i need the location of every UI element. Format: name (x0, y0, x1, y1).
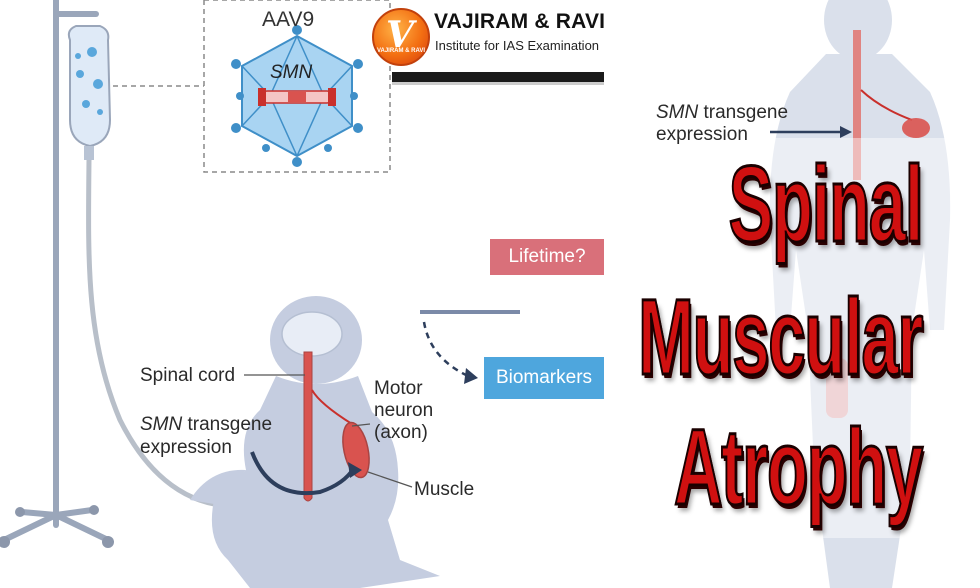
adult-axon (860, 89, 913, 121)
aav-label: AAV9 (262, 8, 315, 31)
iv-feet (0, 505, 114, 548)
transgene-arrowhead (348, 462, 362, 478)
dashed-arrowhead (464, 368, 478, 384)
adult-arrowhead (840, 126, 852, 138)
adult-expression-label: expression (656, 124, 748, 145)
motor-label-line2: neuron (374, 400, 434, 421)
child-smn-italic: SMN (140, 414, 183, 435)
logo-underline (392, 72, 604, 82)
adult-transgene-word: transgene (698, 102, 789, 123)
iv-stand (1, 0, 111, 543)
logo-underline-shadow (392, 82, 604, 85)
logo-subtitle: Institute for IAS Examination (435, 38, 600, 53)
baby-axon (311, 389, 353, 425)
headline-line-2: Muscular (637, 276, 924, 397)
adult-spine (853, 30, 861, 180)
headline-backdrop (560, 138, 980, 538)
logo-title: VAJIRAM & RAVI (434, 10, 606, 33)
headline-line-3: Atrophy (673, 406, 924, 527)
motor-label-line3: (axon) (374, 422, 428, 443)
logo-emblem: V VAJIRAM & RAVI (372, 8, 430, 66)
child-expression-label: expression (140, 437, 232, 458)
transgene-arrow (250, 451, 356, 496)
baby-spine (303, 351, 313, 502)
lifetime-box: Lifetime? (490, 239, 604, 275)
spinal-cord-label: Spinal cord (140, 365, 236, 386)
dashed-arrow (422, 321, 469, 378)
logo-v-mark: V (386, 14, 414, 56)
child-transgene-label: SMN transgene (140, 414, 272, 435)
adult-leg-muscle (826, 358, 848, 418)
headline-line-1: Spinal (728, 143, 925, 264)
iv-particles (75, 47, 103, 115)
leader-lines (244, 374, 413, 488)
iv-drip (84, 146, 94, 160)
logo-emblem-text: VAJIRAM & RAVI (376, 48, 426, 54)
adult-transgene-label: SMN transgene (656, 102, 788, 123)
adult-muscle (902, 118, 930, 138)
aav-gene-label: SMN (270, 62, 313, 83)
adult-smn-italic: SMN (656, 102, 699, 123)
muscle-label: Muscle (414, 479, 475, 500)
iv-tube (86, 159, 233, 509)
baby-brain (281, 311, 343, 357)
institute-logo[interactable]: V VAJIRAM & RAVI VAJIRAM & RAVI Institut… (372, 6, 662, 66)
aav-particle (231, 25, 363, 167)
biomarkers-box: Biomarkers (484, 357, 604, 399)
adult-silhouette (769, 0, 951, 588)
motor-label-line1: Motor (374, 378, 423, 399)
iv-bag (67, 25, 112, 148)
child-transgene-word: transgene (182, 414, 273, 435)
